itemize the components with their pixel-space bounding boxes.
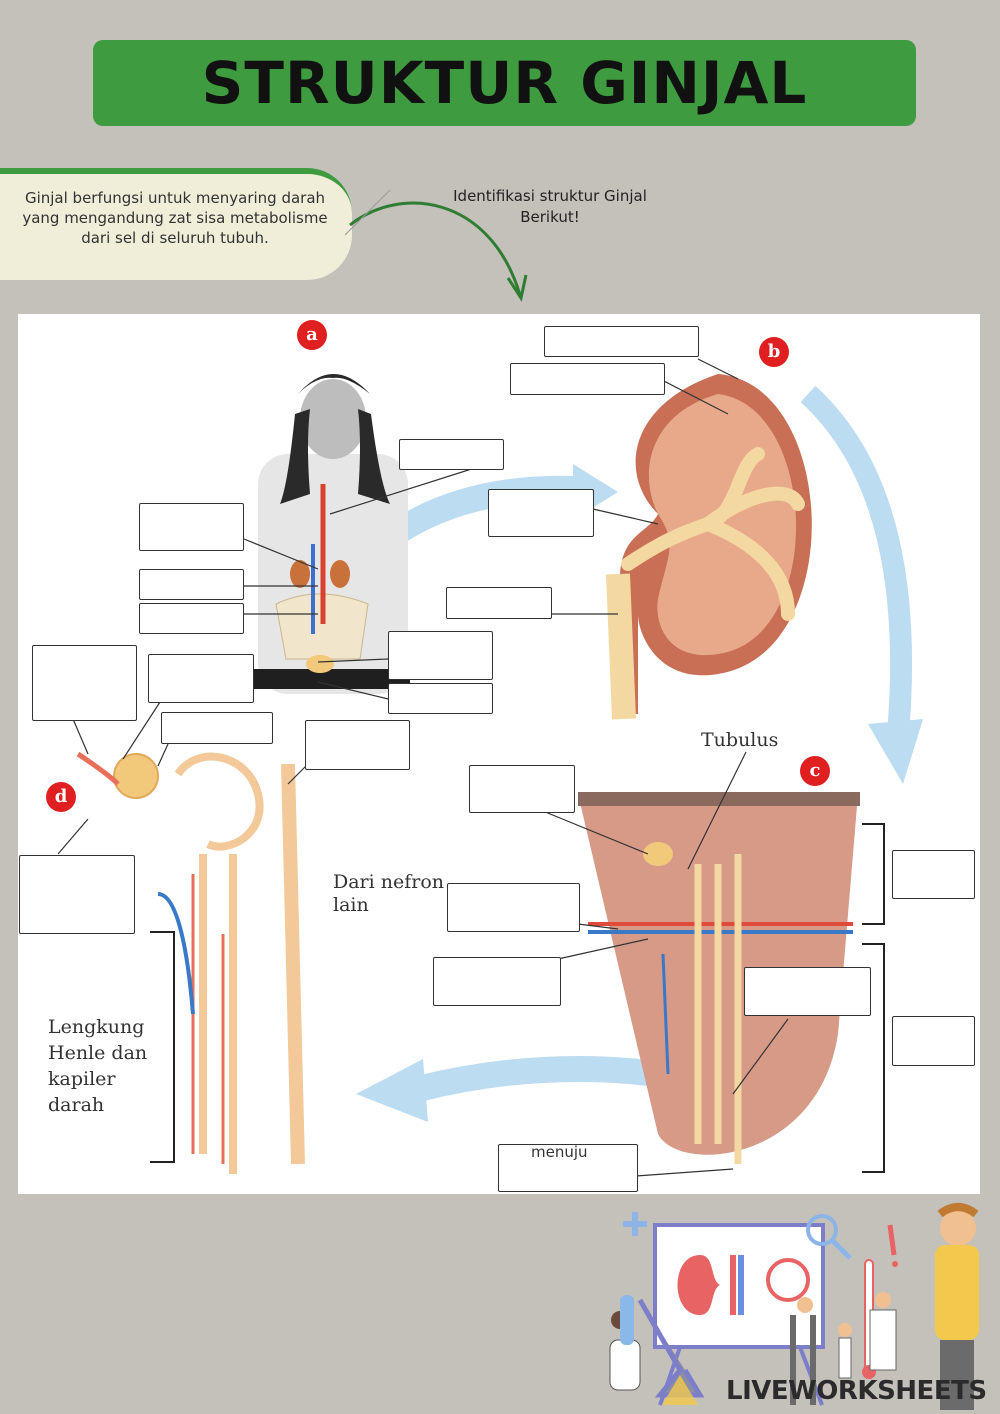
answer-box-2[interactable]: [139, 503, 244, 551]
flow-arrow-c-d: [414, 1056, 660, 1102]
kidney-diagram: [57, 358, 923, 1177]
answer-box-6[interactable]: [388, 683, 493, 714]
flow-arrow-b-c: [800, 385, 913, 735]
answer-box-15[interactable]: [469, 765, 575, 813]
intro-text: Ginjal berfungsi untuk menyaring darah y…: [22, 189, 328, 247]
answer-box-11[interactable]: [32, 645, 137, 721]
badge-a: a: [297, 320, 327, 350]
intro-box: [0, 168, 352, 280]
answer-box-21[interactable]: [892, 1016, 975, 1066]
answer-box-5[interactable]: [388, 631, 493, 680]
answer-box-14[interactable]: [305, 720, 410, 770]
answer-box-1[interactable]: [399, 439, 504, 470]
badge-d: d: [46, 782, 76, 812]
leader-lines: [57, 358, 789, 1177]
label-tubulus: Tubulus: [701, 729, 779, 751]
bracket-cortex: [862, 823, 885, 925]
answer-box-12[interactable]: [148, 654, 254, 703]
answer-box-7[interactable]: [544, 326, 699, 357]
answer-box-17[interactable]: [447, 883, 580, 932]
curved-arrow-icon: [344, 189, 528, 302]
answer-box-3[interactable]: [139, 569, 244, 600]
bracket-medulla: [862, 943, 885, 1173]
kidney-tissue-section: [578, 792, 860, 1164]
answer-box-22[interactable]: menuju: [498, 1143, 638, 1192]
bracket-henle: [150, 931, 175, 1163]
kidney-cross-section: [606, 374, 812, 720]
answer-box-10[interactable]: [446, 587, 552, 619]
badge-b: b: [759, 337, 789, 367]
nephron-detail: [76, 751, 305, 1174]
answer-box-13[interactable]: [161, 712, 273, 744]
label-dari-nefron: Dari nefron lain: [333, 871, 445, 916]
answer-box-4[interactable]: [139, 603, 244, 634]
instruction-text: Identifikasi struktur Ginjal Berikut!: [453, 187, 647, 226]
liveworksheets-logo: LIVEWORKSHEETS: [726, 1376, 987, 1406]
title-banner: [93, 40, 916, 126]
answer-box-9[interactable]: [488, 489, 594, 537]
page-title: STRUKTUR GINJAL: [201, 49, 808, 117]
answer-box-8[interactable]: [510, 363, 665, 395]
person-illustration: [250, 374, 410, 694]
label-lengkung-henle: Lengkung Henle dan kapiler darah: [48, 1016, 148, 1116]
answer-box-18[interactable]: [433, 957, 561, 1006]
answer-box-20[interactable]: [892, 850, 975, 899]
answer-box-19[interactable]: [744, 967, 871, 1016]
badge-c: c: [800, 756, 830, 786]
label-menuju: menuju: [531, 1143, 588, 1161]
diagram-panel: a b c d Tubulus Dari nefron lain Lengkun…: [18, 314, 980, 1194]
answer-box-16[interactable]: [19, 855, 135, 934]
lab-illustration: [609, 1203, 979, 1410]
